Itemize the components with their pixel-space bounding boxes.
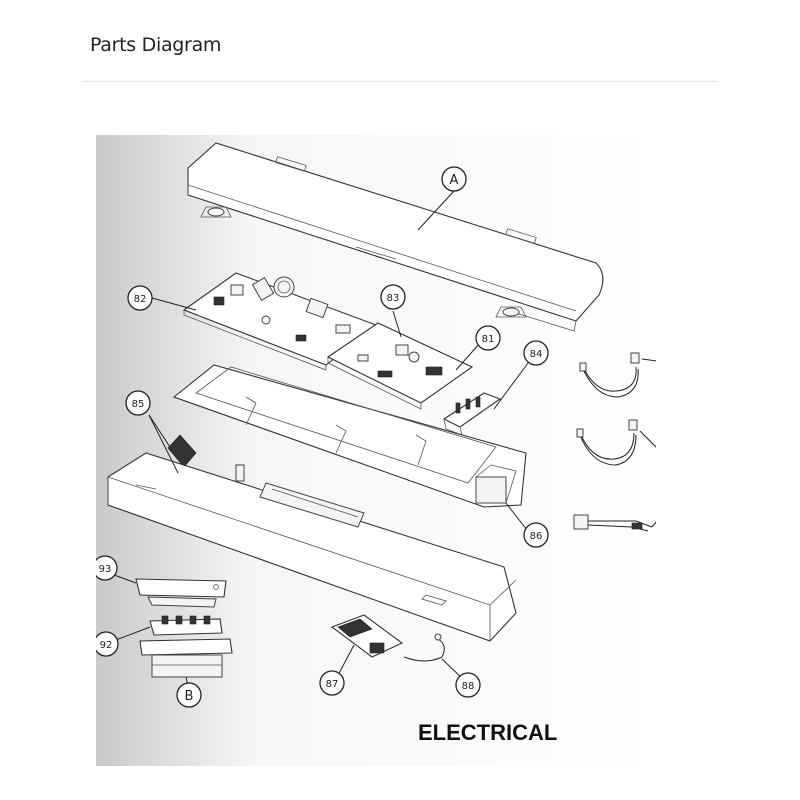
callout-84: 84 bbox=[523, 340, 549, 366]
control-panel-base[interactable] bbox=[107, 452, 517, 642]
svg-text:92: 92 bbox=[100, 640, 113, 651]
callout-87: 87 bbox=[319, 670, 345, 696]
part-84-connector-block[interactable] bbox=[442, 392, 502, 436]
svg-text:86: 86 bbox=[530, 531, 543, 542]
page-title: Parts Diagram bbox=[90, 34, 222, 56]
section-caption: ELECTRICAL bbox=[418, 720, 557, 745]
part-b-switch-housing[interactable] bbox=[139, 638, 233, 678]
part-a-cover-panel[interactable] bbox=[187, 142, 604, 332]
callout-85: 85 bbox=[125, 390, 151, 416]
part-93-bracket[interactable] bbox=[135, 578, 227, 608]
svg-text:82: 82 bbox=[134, 294, 147, 305]
svg-text:85: 85 bbox=[132, 399, 145, 410]
part-88-sensor-wire[interactable] bbox=[403, 633, 445, 662]
callout-83: 83 bbox=[380, 284, 406, 310]
callout-88: 88 bbox=[455, 672, 481, 698]
parts-diagram: A 82 83 81 84 85 86 89 90 91 93 92 bbox=[96, 135, 656, 766]
svg-text:93: 93 bbox=[99, 564, 112, 575]
part-86-housing-frame[interactable] bbox=[172, 364, 527, 508]
svg-text:83: 83 bbox=[387, 293, 400, 304]
callout-93: 93 bbox=[96, 555, 118, 581]
svg-text:88: 88 bbox=[462, 681, 475, 692]
part-92-relay-board[interactable] bbox=[149, 615, 223, 636]
callout-82: 82 bbox=[127, 285, 153, 311]
part-91-cable[interactable] bbox=[573, 514, 653, 532]
svg-text:A: A bbox=[450, 173, 459, 188]
callout-92: 92 bbox=[96, 631, 119, 657]
part-90-wire-harness[interactable] bbox=[576, 419, 638, 466]
part-83-display-board[interactable] bbox=[326, 322, 474, 410]
part-87-heater-module[interactable] bbox=[330, 614, 404, 658]
svg-text:87: 87 bbox=[326, 679, 339, 690]
callout-86: 86 bbox=[523, 522, 549, 548]
parts-diagram-svg: A 82 83 81 84 85 86 89 90 91 93 92 bbox=[96, 135, 656, 766]
callout-a: A bbox=[441, 166, 467, 192]
callout-b: B bbox=[176, 682, 202, 708]
part-89-wire-harness[interactable] bbox=[579, 352, 640, 398]
svg-text:B: B bbox=[185, 689, 194, 704]
callout-81: 81 bbox=[475, 325, 501, 351]
svg-text:81: 81 bbox=[482, 334, 495, 345]
svg-text:84: 84 bbox=[530, 349, 543, 360]
header-divider bbox=[82, 81, 718, 82]
